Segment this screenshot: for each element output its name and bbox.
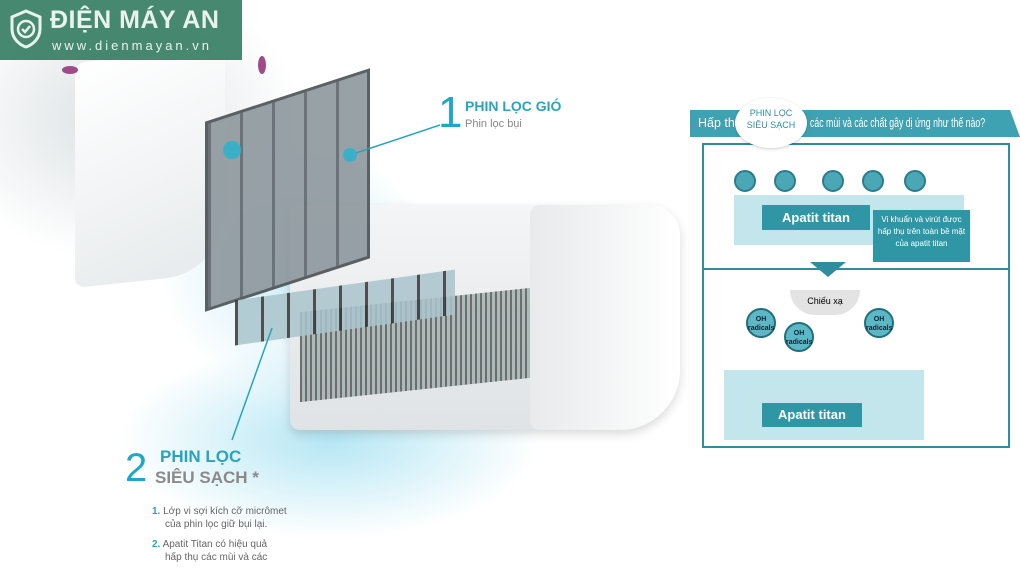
logo-url: www.dienmayan.vn: [52, 38, 212, 53]
point-text: của phin lọc giữ bụi lại.: [165, 519, 268, 530]
leader-lines: [62, 56, 441, 441]
point-text: Apatit Titan có hiệu quả: [162, 539, 268, 550]
virus-icon: [223, 141, 241, 159]
oh-radical-icon: OH radicals: [784, 322, 814, 352]
germ-icon: [822, 170, 844, 192]
point-number: 1.: [152, 506, 161, 517]
unit-side-cover: [530, 205, 680, 430]
apatite-label-top: Apatit titan: [762, 205, 870, 230]
ultra-clean-filter-badge: PHIN LỌC SIÊU SẠCH: [735, 98, 807, 148]
virus-icon: [343, 148, 357, 162]
badge-line2: SIÊU SẠCH: [746, 120, 796, 130]
bacteria-icon: [62, 66, 78, 74]
point-text: hấp thụ các mùi và các: [165, 552, 268, 563]
down-arrow-icon: [810, 262, 846, 277]
point-number: 2.: [152, 539, 161, 550]
filter2-title-line1: PHIN LỌC: [160, 447, 242, 466]
filter2-title-line2: SIÊU SẠCH *: [155, 468, 259, 487]
filter1-title: PHIN LỌC GIÓ: [465, 98, 562, 114]
filter2-number: 2: [125, 446, 148, 490]
germ-icon: [734, 170, 756, 192]
logo-name: ĐIỆN MÁY AN: [50, 6, 220, 34]
filter1-number: 1: [438, 88, 463, 137]
leader-line-1: [349, 124, 441, 156]
germ-icon: [862, 170, 884, 192]
irradiation-label: Chiếu xạ: [790, 290, 860, 315]
banner-text-before: Hấp thụ: [698, 116, 742, 130]
banner-text-after: các mùi và các chất gây dị ứng như thế n…: [810, 116, 986, 130]
oh-radical-icon: OH radicals: [746, 308, 776, 338]
shield-check-icon: [10, 9, 42, 49]
logo: ĐIỆN MÁY AN www.dienmayan.vn: [0, 0, 242, 60]
filter2-point: 2. Apatit Titan có hiệu quả hấp thụ các m…: [152, 538, 287, 564]
filter2-points: 1. Lớp vi sợi kích cỡ micrômet của phin l…: [152, 505, 287, 564]
absorption-callout: Vi khuẩn và virút được hấp thụ trên toàn…: [873, 210, 970, 262]
germ-icon: [774, 170, 796, 192]
apatite-label-bottom: Apatit titan: [762, 403, 862, 427]
oh-radical-icon: OH radicals: [864, 308, 894, 338]
panel-banner: Hấp thụ các mùi và các chất gây dị ứng n…: [690, 110, 1020, 137]
filter1-subtitle: Phin lọc bụi: [465, 118, 522, 130]
point-text: Lớp vi sợi kích cỡ micrômet: [163, 506, 287, 517]
germ-icon: [904, 170, 926, 192]
leader-line-2: [231, 327, 273, 441]
bacteria-icon: [258, 56, 266, 74]
badge-line1: PHIN LỌC: [749, 108, 793, 118]
filter2-point: 1. Lớp vi sợi kích cỡ micrômet của phin l…: [152, 505, 287, 531]
